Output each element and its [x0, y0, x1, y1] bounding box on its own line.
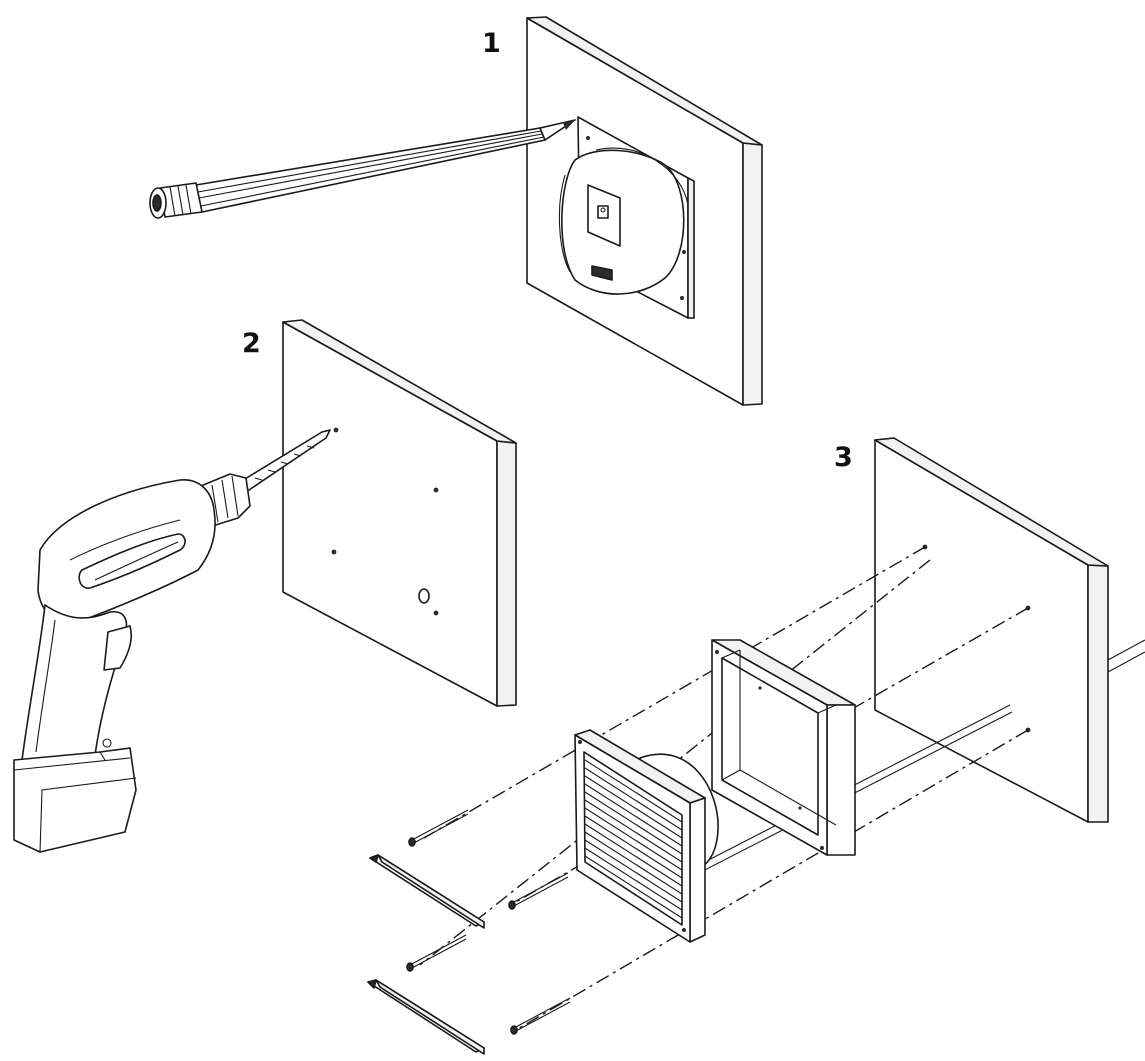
grille-louvers	[584, 759, 683, 919]
sleeve-box	[711, 639, 856, 856]
trim-strip-lower	[367, 979, 485, 1055]
wall-panel-2	[282, 319, 517, 707]
step-1-label: 1	[482, 28, 501, 59]
screws	[406, 809, 571, 1035]
step-3-group: 3	[367, 437, 1145, 1055]
trim-strip-upper	[369, 854, 485, 929]
screw-3	[406, 934, 467, 972]
wall-panel-3	[874, 437, 1145, 823]
step-2-label: 2	[242, 328, 261, 359]
pencil-icon	[149, 119, 576, 219]
step-2-group: 2	[13, 319, 517, 853]
grille	[574, 729, 706, 943]
screw-2	[508, 872, 569, 910]
step-1-group: 1	[149, 16, 763, 406]
screw-4	[510, 997, 571, 1035]
drill-icon	[13, 429, 331, 853]
step-3-label: 3	[834, 442, 853, 473]
mounted-unit-template	[558, 116, 695, 319]
screw-1	[408, 809, 469, 847]
